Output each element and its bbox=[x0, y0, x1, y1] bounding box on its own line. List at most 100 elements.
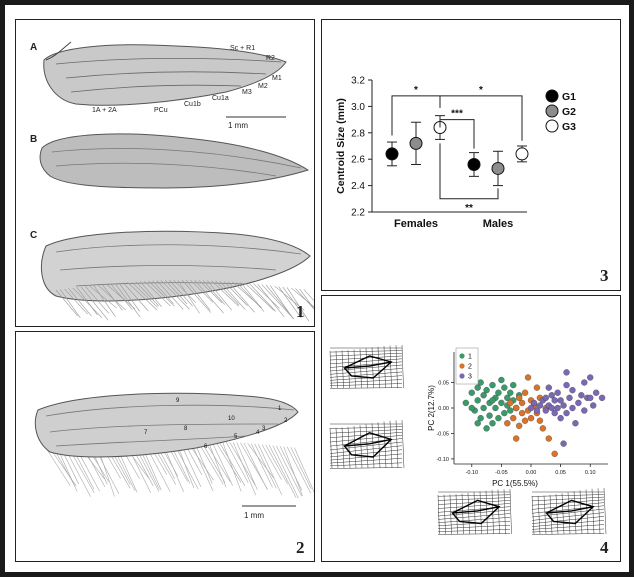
pca-point bbox=[572, 420, 578, 426]
panel-1: 1 mm A B C Sc + R1 R2 M1 M2 M3 Cu1a Cu1b… bbox=[15, 19, 315, 327]
sig-label-top-left: * bbox=[414, 85, 418, 96]
pca-point bbox=[507, 390, 513, 396]
pca-point bbox=[513, 436, 519, 442]
vein-r2: R2 bbox=[266, 55, 275, 62]
pca-point bbox=[501, 385, 507, 391]
pca-point bbox=[490, 397, 496, 403]
landmark-wing: 1 2 3 4 5 6 7 8 9 10 1 mm bbox=[16, 332, 314, 561]
wing-c bbox=[41, 231, 314, 321]
vein-cu1b: Cu1b bbox=[184, 101, 201, 108]
pca-point bbox=[498, 400, 504, 406]
pca-y-axis-label: PC 2(12.7%) bbox=[427, 385, 436, 431]
mean-point bbox=[468, 158, 480, 170]
vein-cu1a: Cu1a bbox=[212, 95, 229, 102]
y-tick-label: 3.2 bbox=[351, 76, 365, 87]
pca-point bbox=[546, 385, 552, 391]
wing-b bbox=[40, 134, 308, 188]
pca-x-tick-label: -0.05 bbox=[495, 470, 508, 476]
legend-label: G3 bbox=[562, 121, 576, 133]
pca-point bbox=[543, 395, 549, 401]
pca-point bbox=[475, 397, 481, 403]
legend-label: G1 bbox=[562, 91, 576, 103]
pca-legend-box bbox=[456, 348, 478, 384]
pca-point bbox=[587, 395, 593, 401]
pca-point bbox=[587, 374, 593, 380]
pca-point bbox=[490, 420, 496, 426]
panel-4: -0.10-0.050.000.050.100.050.00-0.05-0.10… bbox=[321, 295, 621, 562]
pca-point bbox=[507, 408, 513, 414]
pca-point bbox=[481, 405, 487, 411]
panel-number-3: 3 bbox=[600, 266, 609, 286]
sublabel-a: A bbox=[30, 42, 37, 53]
y-tick-label: 3.0 bbox=[351, 102, 365, 113]
pca-point bbox=[507, 400, 513, 406]
pca-point bbox=[501, 410, 507, 416]
sig-label-bottom: ** bbox=[465, 203, 473, 214]
pca-legend-label: 3 bbox=[468, 374, 472, 381]
pca-point bbox=[567, 395, 573, 401]
pca-point bbox=[558, 415, 564, 421]
deformation-grid bbox=[438, 489, 512, 534]
vein-1a-2a: 1A + 2A bbox=[92, 107, 117, 114]
pca-x-tick-label: 0.10 bbox=[585, 470, 596, 476]
legend-label: G2 bbox=[562, 106, 576, 118]
pca-point bbox=[475, 420, 481, 426]
y-tick-label: 2.2 bbox=[351, 208, 365, 219]
pca-x-tick-label: -0.10 bbox=[465, 470, 478, 476]
pca-point bbox=[525, 374, 531, 380]
pca-point bbox=[555, 390, 561, 396]
deformation-grid bbox=[330, 345, 404, 388]
pca-point bbox=[561, 402, 567, 408]
pca-x-axis-label: PC 1(55.5%) bbox=[492, 479, 538, 488]
pca-point bbox=[522, 418, 528, 424]
pca-point bbox=[516, 423, 522, 429]
pca-point bbox=[578, 392, 584, 398]
scale-label-1: 1 mm bbox=[228, 121, 248, 130]
y-axis-label: Centroid Size (mm) bbox=[335, 98, 347, 194]
pca-point bbox=[561, 441, 567, 447]
sublabel-b: B bbox=[30, 134, 37, 145]
panel-3: 2.22.42.62.83.03.2Centroid Size (mm)Fema… bbox=[321, 19, 621, 291]
deformation-grid bbox=[330, 420, 404, 469]
vein-pcu: PCu bbox=[154, 107, 168, 114]
legend-marker bbox=[546, 105, 558, 117]
landmark-10: 10 bbox=[228, 416, 235, 422]
pca-point bbox=[484, 425, 490, 431]
pca-point bbox=[569, 405, 575, 411]
pca-point bbox=[546, 436, 552, 442]
pca-chart: -0.10-0.050.000.050.100.050.00-0.05-0.10… bbox=[322, 296, 620, 561]
mean-point bbox=[410, 137, 422, 149]
panel-number-1: 1 bbox=[296, 302, 305, 322]
pca-point bbox=[522, 390, 528, 396]
pca-point bbox=[484, 387, 490, 393]
pca-point bbox=[478, 380, 484, 386]
pca-point bbox=[492, 405, 498, 411]
pca-point bbox=[540, 425, 546, 431]
pca-legend-marker bbox=[459, 363, 464, 368]
panel-number-4: 4 bbox=[600, 538, 609, 558]
pca-point bbox=[575, 400, 581, 406]
pca-point bbox=[510, 415, 516, 421]
pca-x-tick-label: 0.00 bbox=[526, 470, 537, 476]
panel-2: 1 2 3 4 5 6 7 8 9 10 1 mm 2 bbox=[15, 331, 315, 562]
mean-point bbox=[492, 162, 504, 174]
pca-y-tick-label: -0.10 bbox=[436, 457, 449, 463]
pca-point bbox=[564, 382, 570, 388]
sig-bracket-bottom bbox=[440, 143, 498, 198]
vein-m3: M3 bbox=[242, 89, 252, 96]
mean-point bbox=[386, 148, 398, 160]
vein-m2: M2 bbox=[258, 83, 268, 90]
pca-legend-marker bbox=[459, 373, 464, 378]
pca-y-tick-label: 0.05 bbox=[438, 381, 449, 387]
pca-point bbox=[555, 405, 561, 411]
pca-x-tick-label: 0.05 bbox=[555, 470, 566, 476]
pca-point bbox=[504, 420, 510, 426]
y-tick-label: 2.4 bbox=[351, 181, 365, 192]
pca-point bbox=[552, 397, 558, 403]
legend-marker bbox=[546, 90, 558, 102]
pca-point bbox=[581, 380, 587, 386]
pca-legend-marker bbox=[459, 353, 464, 358]
pca-point bbox=[463, 400, 469, 406]
legend-marker bbox=[546, 120, 558, 132]
panel-number-2: 2 bbox=[296, 538, 305, 558]
